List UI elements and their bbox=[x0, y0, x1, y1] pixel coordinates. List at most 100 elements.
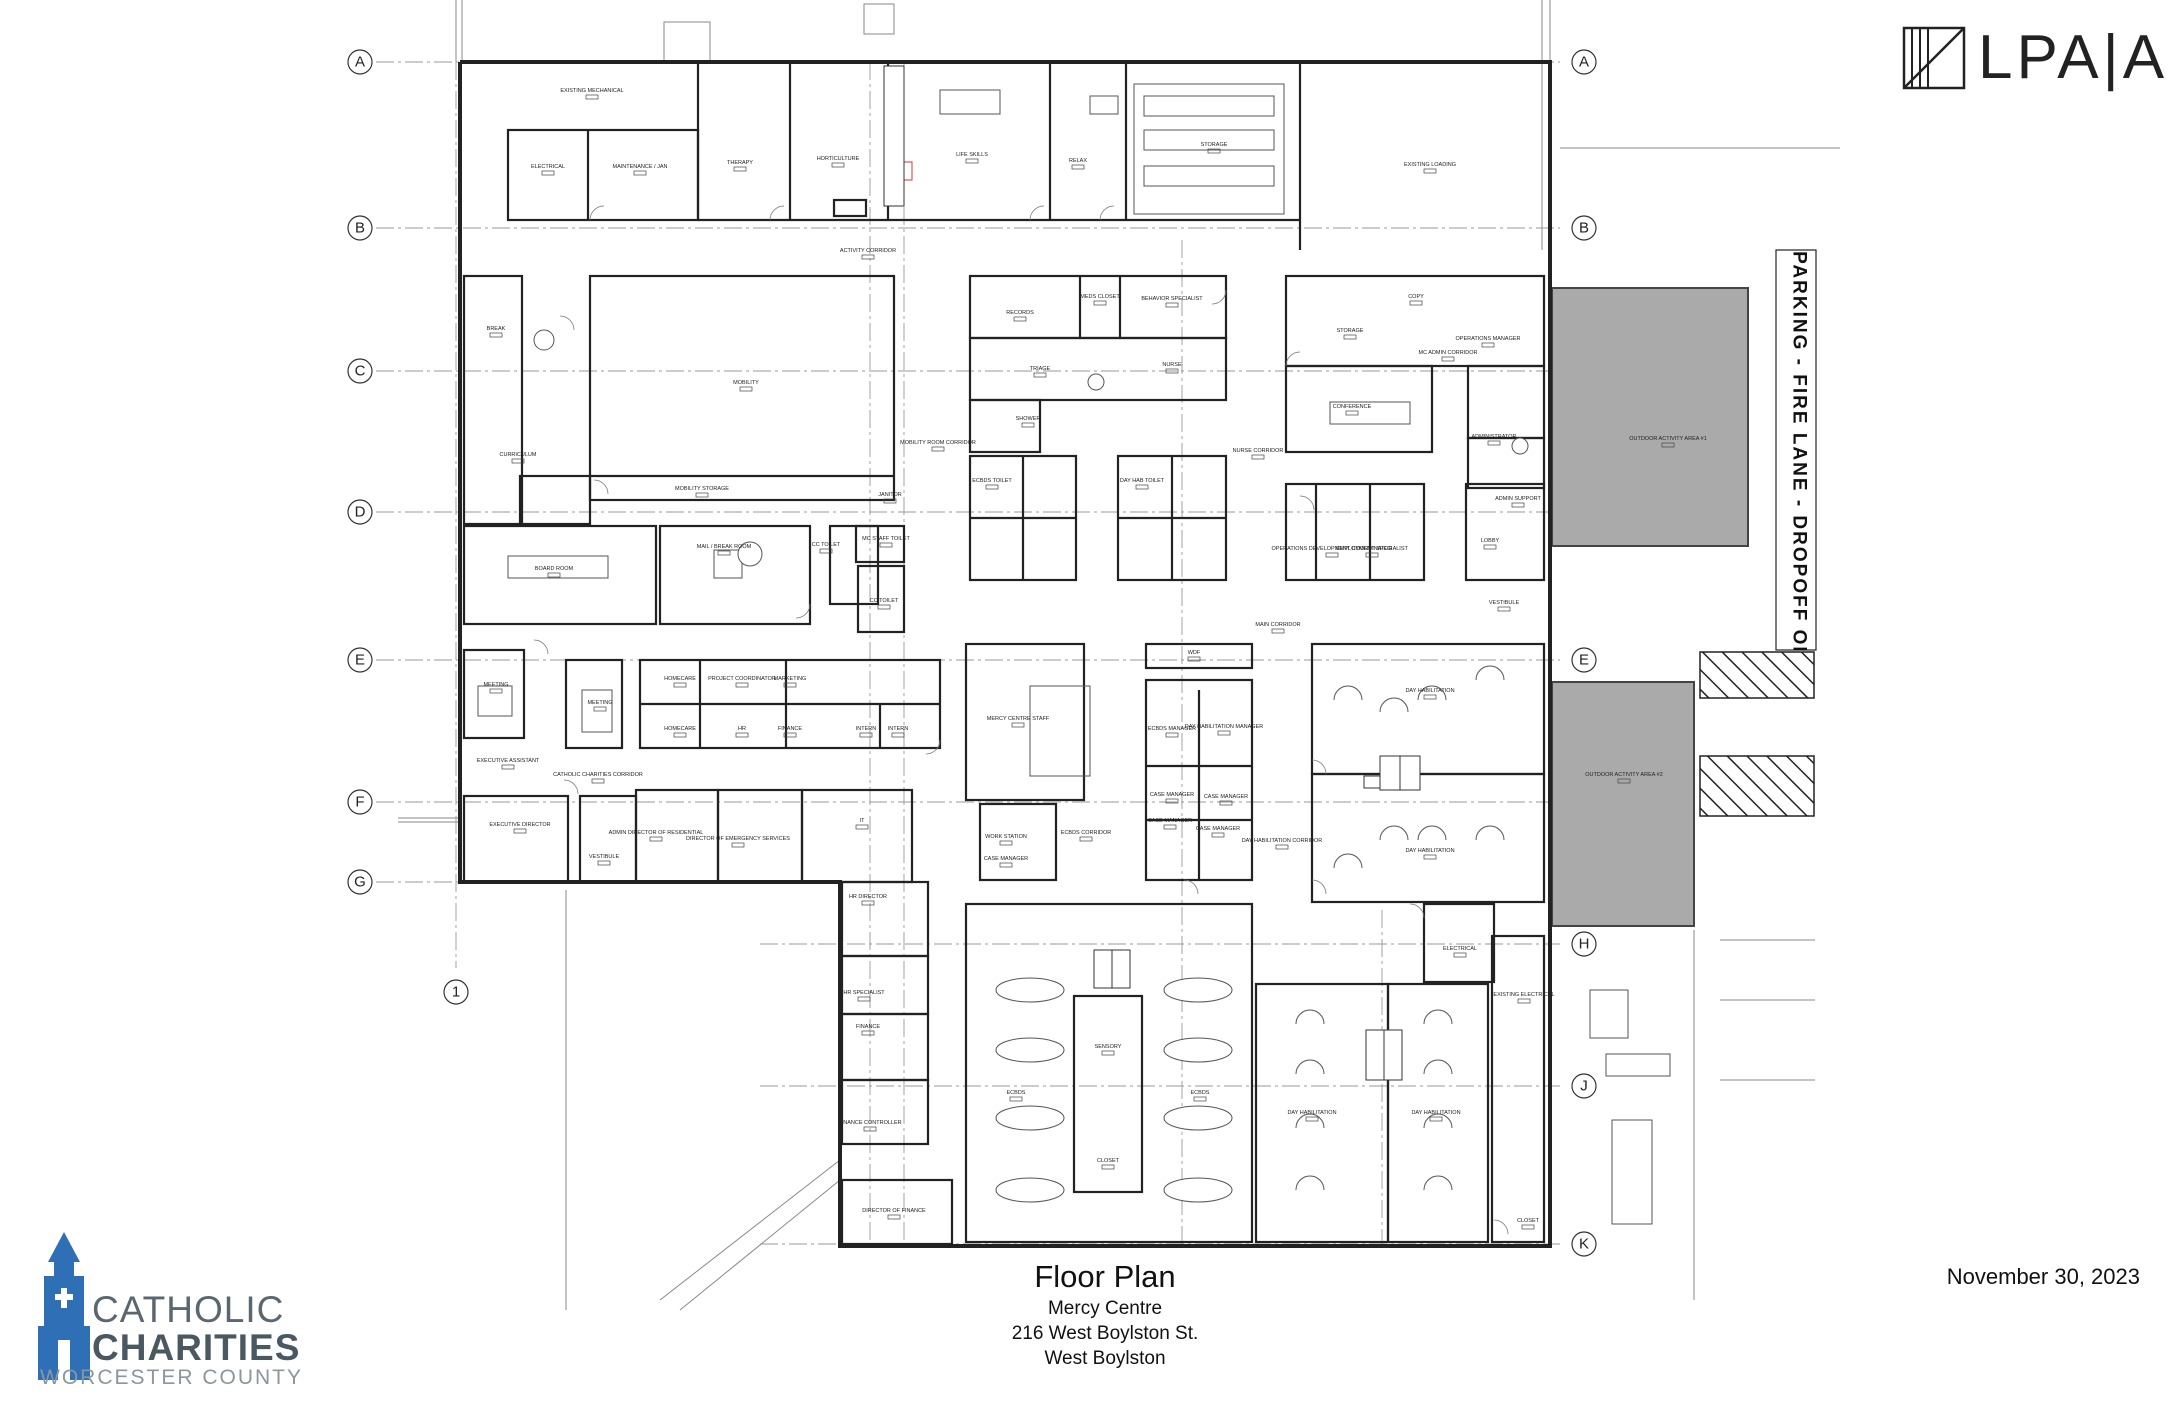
room-tag-life-skills bbox=[965, 158, 979, 164]
plan-date: November 30, 2023 bbox=[1946, 1264, 2140, 1289]
room-label-intern-2: INTERN bbox=[888, 726, 909, 732]
grid-bubbles-left bbox=[347, 49, 469, 1005]
room-tag-mc-admin-corridor bbox=[1441, 356, 1455, 362]
furniture-tables bbox=[477, 83, 1671, 1225]
outdoor-area-1 bbox=[1551, 287, 1749, 547]
room-tag-storage-1 bbox=[1207, 148, 1221, 154]
room-tag-homecare-2 bbox=[673, 732, 687, 738]
room-label-board-room: BOARD ROOM bbox=[535, 566, 574, 572]
room-tag-existing-electrical bbox=[1517, 998, 1531, 1004]
room-tag-janitor bbox=[883, 498, 897, 504]
room-tag-cc-toilet-2 bbox=[877, 604, 891, 610]
interior-walls bbox=[462, 62, 1546, 1246]
room-tag-existing-loading bbox=[1423, 168, 1437, 174]
room-label-homecare-2: HOMECARE bbox=[664, 726, 696, 732]
title-block: Floor Plan Mercy Centre 216 West Boylsto… bbox=[880, 1258, 1330, 1371]
room-label-lobby: LOBBY bbox=[1481, 538, 1500, 544]
room-tag-hr bbox=[735, 732, 749, 738]
room-tag-intern-2 bbox=[891, 732, 905, 738]
room-tag-case-manager-2 bbox=[1219, 800, 1233, 806]
room-tag-finance-controller bbox=[863, 1126, 877, 1132]
room-tag-intern-1 bbox=[859, 732, 873, 738]
room-tag-ecbds-corridor bbox=[1079, 836, 1093, 842]
room-tag-cc-toilet-1 bbox=[819, 548, 833, 554]
building-name: Mercy Centre bbox=[1047, 1298, 1163, 1319]
room-label-storage-2: STORAGE bbox=[1337, 328, 1364, 334]
room-label-admin-support: ADMIN SUPPORT bbox=[1495, 496, 1541, 502]
room-tag-operations-dev bbox=[1325, 552, 1339, 558]
svg-text:J: J bbox=[1580, 1078, 1588, 1095]
room-label-mobility: MOBILITY bbox=[733, 380, 759, 386]
outdoor-area-2 bbox=[1551, 681, 1695, 927]
room-label-ecbds-toilet: ECBDS TOILET bbox=[972, 478, 1012, 484]
room-tag-maintenance bbox=[633, 170, 647, 176]
room-tag-cc-corridor bbox=[591, 778, 605, 784]
room-tag-case-manager-3 bbox=[1163, 824, 1177, 830]
room-label-electrical-2: ELECTRICAL bbox=[1443, 946, 1477, 952]
room-tag-conference bbox=[1345, 410, 1359, 416]
room-label-vestibule-2: VESTIBULE bbox=[589, 854, 620, 860]
room-label-conference: CONFERENCE bbox=[1333, 404, 1372, 410]
room-tag-mobility-storage bbox=[695, 492, 709, 498]
room-tag-mail-break bbox=[717, 550, 731, 556]
client-name-line3: WORCESTER COUNTY bbox=[40, 1366, 303, 1389]
room-label-existing-loading: EXISTING LOADING bbox=[1404, 162, 1456, 168]
room-label-case-manager-4: CASE MANAGER bbox=[1196, 826, 1240, 832]
room-label-closet-1: CLOSET bbox=[1097, 1158, 1120, 1164]
room-label-records: RECORDS bbox=[1006, 310, 1034, 316]
room-label-executive-director: EXECUTIVE DIRECTOR bbox=[489, 822, 550, 828]
room-tag-wdf bbox=[1187, 656, 1201, 662]
lpa-logo bbox=[1902, 26, 1966, 90]
room-tag-project-coordinator bbox=[735, 682, 749, 688]
room-tag-shower bbox=[1021, 422, 1035, 428]
room-tag-ecbds-2 bbox=[1193, 1096, 1207, 1102]
svg-text:A: A bbox=[1579, 54, 1589, 71]
room-tag-operations-manager bbox=[1481, 342, 1495, 348]
room-label-day-hab-toilet: DAY HAB TOILET bbox=[1120, 478, 1165, 484]
room-tag-case-manager-5 bbox=[999, 862, 1013, 868]
room-label-case-manager-1: CASE MANAGER bbox=[1150, 792, 1194, 798]
hatch-zone-1 bbox=[1699, 651, 1815, 699]
room-tag-marketing bbox=[783, 682, 797, 688]
furniture-u-tables bbox=[1295, 665, 1505, 1191]
room-label-main-corridor: MAIN CORRIDOR bbox=[1255, 622, 1300, 628]
room-tag-day-hab-1 bbox=[1423, 694, 1437, 700]
room-label-ecbds-1: ECBDS bbox=[1007, 1090, 1026, 1096]
room-label-ecbds-corridor: ECBDS CORRIDOR bbox=[1061, 830, 1111, 836]
room-label-it: IT bbox=[860, 818, 866, 824]
catholic-charities-logo bbox=[38, 1232, 90, 1380]
site-lines bbox=[398, 0, 1840, 1311]
room-label-horticulture: HORTICULTURE bbox=[817, 156, 860, 162]
room-label-wdf: WDF bbox=[1188, 650, 1201, 656]
town-name: West Boylston bbox=[1044, 1348, 1166, 1369]
room-tag-behavior-specialist bbox=[1165, 302, 1179, 308]
room-label-homecare-1: HOMECARE bbox=[664, 676, 696, 682]
room-tag-day-hab-corridor bbox=[1275, 844, 1289, 850]
room-label-mobility-storage: MOBILITY STORAGE bbox=[675, 486, 729, 492]
fire-lane-border bbox=[1775, 249, 1817, 651]
room-tag-main-corridor bbox=[1271, 628, 1285, 634]
room-label-director-emergency: DIRECTOR OF EMERGENCY SERVICES bbox=[686, 836, 790, 842]
room-tag-finance-1 bbox=[783, 732, 797, 738]
room-label-triage: TRIAGE bbox=[1030, 366, 1051, 372]
room-tag-day-hab-manager bbox=[1217, 730, 1231, 736]
room-label-executive-assistant: EXECUTIVE ASSISTANT bbox=[477, 758, 540, 764]
room-label-behavior-specialist: BEHAVIOR SPECIALIST bbox=[1141, 296, 1203, 302]
svg-text:K: K bbox=[1579, 1236, 1589, 1253]
room-tag-director-emergency bbox=[731, 842, 745, 848]
room-label-cc-corridor: CATHOLIC CHARITIES CORRIDOR bbox=[553, 772, 643, 778]
room-label-day-hab-4: DAY HABILITATION bbox=[1411, 1110, 1460, 1116]
room-tag-meeting-2 bbox=[593, 706, 607, 712]
room-tag-ecbds-manager bbox=[1165, 732, 1179, 738]
room-tag-nurse bbox=[1165, 368, 1179, 374]
room-label-nurse: NURSE bbox=[1162, 362, 1182, 368]
room-tag-outdoor-2 bbox=[1617, 778, 1631, 784]
room-label-storage-1: STORAGE bbox=[1201, 142, 1228, 148]
room-label-day-hab-corridor: DAY HABILITATION CORRIDOR bbox=[1242, 838, 1323, 844]
room-label-operations-dev: OPERATIONS DEVELOPMENT COORDINATOR bbox=[1272, 546, 1393, 552]
room-tag-existing-mechanical bbox=[585, 94, 599, 100]
room-label-case-manager-5: CASE MANAGER bbox=[984, 856, 1028, 862]
exterior-walls bbox=[458, 60, 1552, 1248]
room-label-finance-1: FINANCE bbox=[778, 726, 802, 732]
